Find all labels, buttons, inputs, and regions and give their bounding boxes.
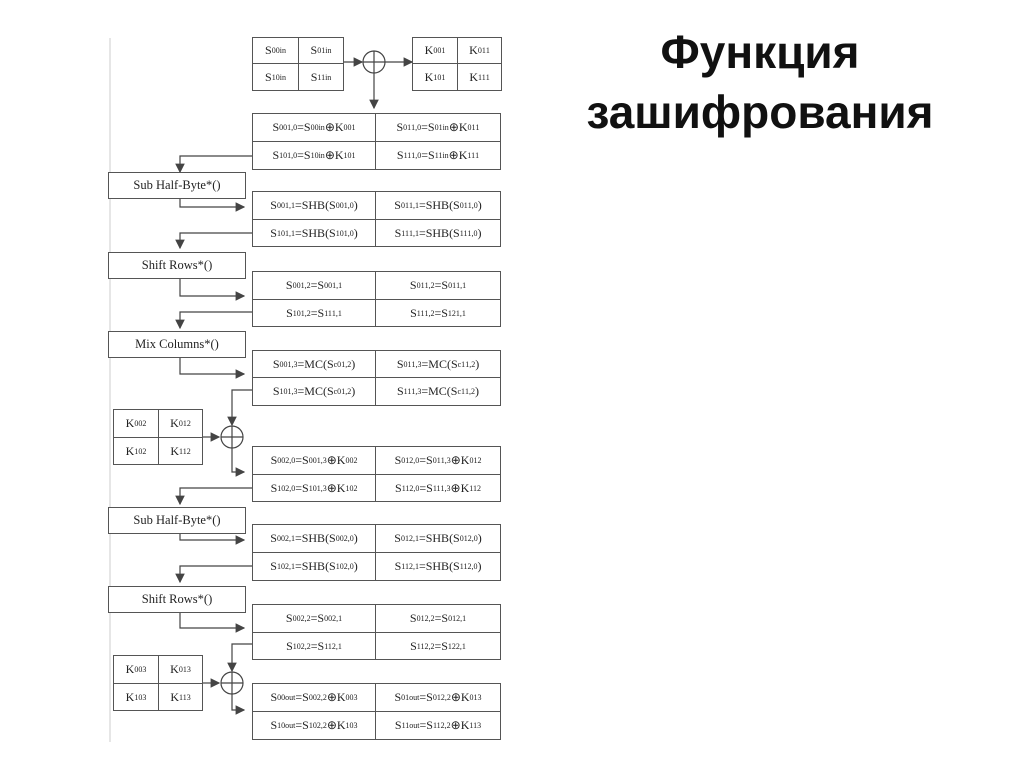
arrow-shift2-to-block7 [179, 612, 246, 633]
title-line-2: зашифрования [586, 86, 934, 138]
arrow-to-sub1 [175, 155, 252, 174]
arrow-to-mix1 [175, 311, 252, 330]
arrow-block4-to-xor2 [227, 389, 252, 427]
arrow-xor2-to-block5 [231, 448, 246, 477]
arrow-to-shift1 [175, 232, 252, 250]
sub-half-byte-2-label: Sub Half-Byte*() [108, 507, 246, 534]
arrow-to-shift2 [175, 565, 252, 584]
arrow-xor3-to-output [231, 694, 246, 715]
shift-rows-1-label: Shift Rows*() [108, 252, 246, 279]
shift-rows-2-label: Shift Rows*() [108, 586, 246, 613]
arrow-shift1-to-block3 [179, 279, 246, 301]
arrow-block7-to-xor3 [227, 643, 252, 673]
arrow-mix1-to-block4 [179, 358, 246, 379]
page-title: Функция зашифрования [520, 22, 1000, 142]
arrow-to-sub2 [175, 487, 252, 506]
title-line-1: Функция [660, 26, 860, 78]
sub-half-byte-1-label: Sub Half-Byte*() [108, 172, 246, 199]
mix-columns-label: Mix Columns*() [108, 331, 246, 358]
arrow-sub1-to-block2 [179, 199, 246, 212]
arrow-sub2-to-block6 [179, 533, 246, 545]
